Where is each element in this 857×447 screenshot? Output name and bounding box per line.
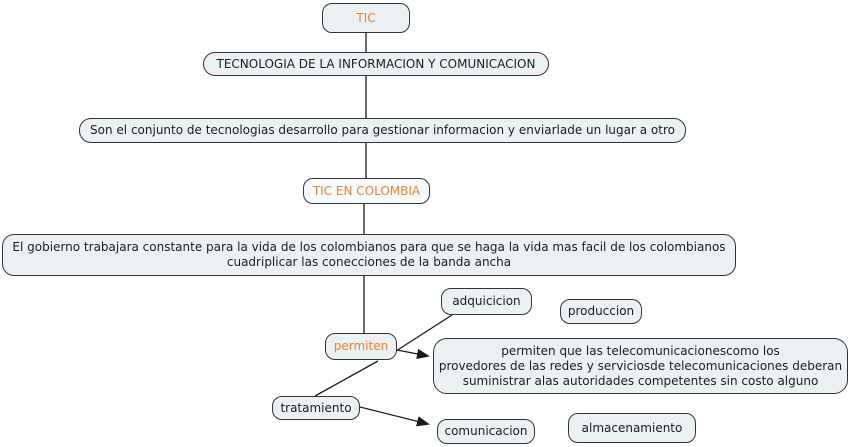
- node-permiten-label: permiten: [333, 339, 389, 353]
- node-tecnologia-label: TECNOLOGIA DE LA INFORMACION Y COMUNICAC…: [216, 56, 536, 71]
- node-almacenamiento-label: almacenamiento: [581, 420, 683, 435]
- node-telecom-line3: suministrar alas autoridades competentes…: [462, 373, 819, 388]
- node-comunicacion[interactable]: comunicacion: [437, 419, 535, 444]
- node-gobierno-line1: El gobierno trabajara constante para la …: [12, 240, 726, 254]
- node-produccion[interactable]: produccion: [560, 299, 642, 324]
- node-telecom-line1: permiten que las telecomunicacionescomo …: [501, 343, 780, 358]
- edge-tratamiento-comunicacion: [359, 406, 430, 427]
- node-almacenamiento[interactable]: almacenamiento: [568, 413, 696, 443]
- node-definicion-label: Son el conjunto de tecnologias desarroll…: [90, 123, 675, 137]
- node-definicion[interactable]: Son el conjunto de tecnologias desarroll…: [79, 118, 686, 143]
- edge-permiten-telecom: [396, 348, 430, 360]
- node-tratamiento-label: tratamiento: [280, 400, 352, 415]
- node-tecnologia[interactable]: TECNOLOGIA DE LA INFORMACION Y COMUNICAC…: [203, 52, 549, 76]
- node-tic-colombia-label: TIC EN COLOMBIA: [312, 183, 421, 198]
- node-tratamiento[interactable]: tratamiento: [272, 396, 360, 420]
- node-tic-label: TIC: [356, 10, 376, 25]
- node-telecom[interactable]: permiten que las telecomunicacionescomo …: [433, 338, 848, 394]
- node-gobierno[interactable]: El gobierno trabajara constante para la …: [2, 234, 736, 276]
- node-telecom-line2: provedores de las redes y serviciosde te…: [438, 358, 843, 373]
- node-permiten[interactable]: permiten: [325, 333, 397, 360]
- node-adquicicion-label: adquicicion: [452, 294, 521, 308]
- edge-permiten-adquicicion: [395, 314, 453, 352]
- node-tic-colombia[interactable]: TIC EN COLOMBIA: [303, 178, 430, 204]
- node-gobierno-line2: cuadriplicar las conecciones de la banda…: [226, 255, 512, 269]
- edge-permiten-tratamiento: [314, 360, 379, 397]
- node-tic[interactable]: TIC: [322, 3, 410, 33]
- node-comunicacion-label: comunicacion: [444, 424, 528, 438]
- node-adquicicion[interactable]: adquicicion: [441, 288, 532, 315]
- node-produccion-label: produccion: [567, 304, 635, 318]
